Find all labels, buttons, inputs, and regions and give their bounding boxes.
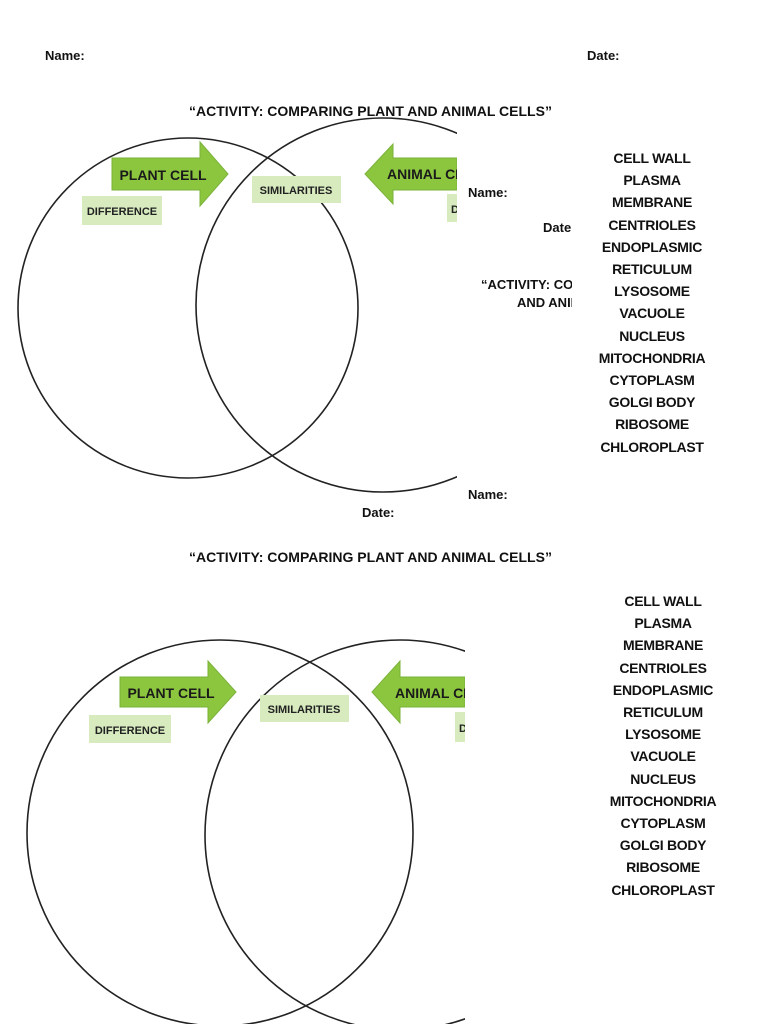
word-item: CENTRIOLES	[608, 216, 696, 233]
word-item: RETICULUM	[612, 261, 692, 278]
animal-circle	[195, 117, 457, 493]
worksheet-title-2: “ACTIVITY: COMPARING PLANT AND ANIMAL CE…	[189, 549, 552, 565]
word-item: ENDOPLASMIC	[612, 681, 714, 698]
word-item: MEMBRANE	[611, 194, 693, 211]
word-item: CHLOROPLAST	[611, 881, 715, 898]
word-item: CYTOPLASM	[620, 815, 706, 832]
animal-circle	[204, 639, 465, 1024]
word-item: ENDOPLASMIC	[601, 238, 703, 255]
plant-circle	[26, 639, 414, 1024]
word-item: GOLGI BODY	[608, 394, 696, 411]
word-item: CENTRIOLES	[619, 659, 707, 676]
word-item: NUCLEUS	[630, 770, 696, 787]
plant-cell-label: PLANT CELL	[119, 167, 207, 183]
overlay-title-line2: AND ANIMAL CELLS”	[517, 295, 572, 310]
word-list-1: CELL WALL PLASMA MEMBRANE CENTRIOLES END…	[572, 147, 732, 458]
animal-arrow-icon	[371, 659, 465, 725]
overlay-date-label: Date:	[543, 220, 572, 235]
word-item: LYSOSOME	[625, 726, 701, 743]
word-item: LYSOSOME	[614, 283, 690, 300]
similarities-label: SIMILARITIES	[268, 704, 341, 716]
plant-arrow-icon	[111, 140, 229, 208]
word-item: CHLOROPLAST	[600, 438, 704, 455]
animal-cell-label: ANIMAL CELL	[387, 166, 457, 182]
overlay-title-line1: “ACTIVITY: COMPARING PLANT	[481, 277, 572, 292]
word-item: CELL WALL	[624, 593, 702, 609]
word-item: PLASMA	[634, 615, 692, 632]
venn-diagram-1: PLANT CELL ANIMAL CELL DIFFERENCE SIMILA…	[0, 110, 457, 500]
word-item: MITOCHONDRIA	[598, 349, 706, 366]
worksheet-title: “ACTIVITY: COMPARING PLANT AND ANIMAL CE…	[189, 103, 552, 119]
word-item: RIBOSOME	[626, 859, 700, 876]
word-item: MEMBRANE	[622, 637, 704, 654]
word-item: MITOCHONDRIA	[609, 792, 717, 809]
venn-diagram-2: PLANT CELL ANIMAL CELL DIFFERENCE SIMILA…	[0, 620, 465, 1024]
animal-arrow-icon	[364, 142, 457, 206]
word-item: RIBOSOME	[615, 416, 689, 433]
word-item: NUCLEUS	[619, 327, 685, 344]
difference-label: DIFFERENCE	[95, 725, 165, 737]
overlay-clip: Date: “ACTIVITY: COMPARING PLANT AND ANI…	[457, 210, 572, 320]
name-label: Name:	[45, 48, 85, 63]
word-list-2: CELL WALL PLASMA MEMBRANE CENTRIOLES END…	[583, 590, 743, 901]
word-item: VACUOLE	[619, 305, 685, 322]
word-item: PLASMA	[623, 172, 681, 189]
name-label-2: Name:	[468, 487, 508, 502]
plant-arrow-icon	[119, 659, 237, 725]
date-label: Date:	[587, 48, 620, 63]
word-item: CYTOPLASM	[609, 372, 695, 389]
date-label-2: Date:	[362, 505, 395, 520]
right-difference-label: D	[459, 723, 465, 735]
similarities-label: SIMILARITIES	[260, 185, 333, 197]
word-item: VACUOLE	[630, 748, 696, 765]
overlay-name-label: Name:	[468, 185, 508, 200]
plant-cell-label: PLANT CELL	[127, 685, 215, 701]
word-item: RETICULUM	[623, 704, 703, 721]
difference-label: DIFFERENCE	[87, 206, 157, 218]
right-difference-label: D	[451, 204, 457, 216]
plant-circle	[17, 137, 359, 479]
animal-cell-label: ANIMAL CELL	[395, 685, 465, 701]
word-item: CELL WALL	[613, 150, 691, 166]
word-item: GOLGI BODY	[619, 837, 707, 854]
